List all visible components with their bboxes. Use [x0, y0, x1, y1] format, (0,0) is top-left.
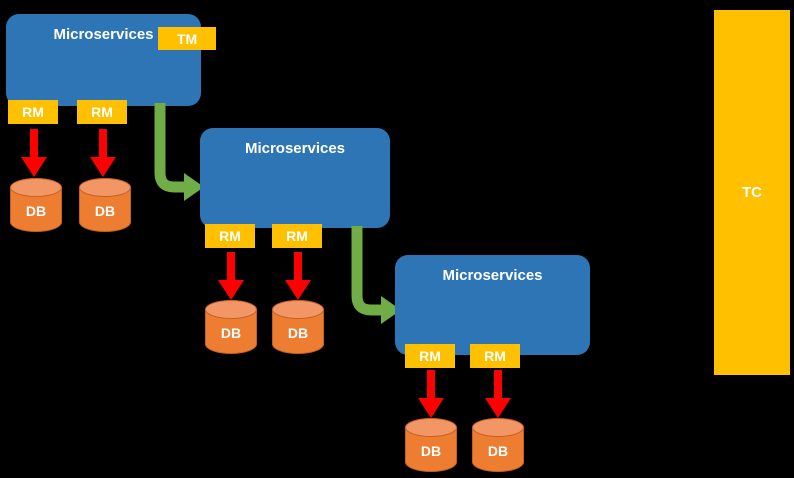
db-label: DB	[287, 325, 309, 341]
db-cylinder: DB	[272, 300, 324, 354]
green-elbow-arrow-icon	[351, 226, 401, 324]
db-cylinder: DB	[472, 418, 524, 472]
green-elbow-arrow-icon	[154, 103, 204, 201]
tc-label: TC	[742, 184, 762, 201]
microservices-label: Microservices	[244, 140, 346, 157]
db-cylinder-top	[79, 178, 131, 197]
db-label: DB	[487, 443, 509, 459]
tm-badge: TM	[158, 27, 216, 50]
db-label: DB	[25, 203, 47, 219]
microservices-label: Microservices	[442, 267, 543, 284]
red-arrow-icon	[218, 252, 244, 300]
db-cylinder-top	[10, 178, 62, 197]
rm-badge: RM	[272, 224, 322, 248]
rm-label: RM	[91, 104, 113, 120]
db-cylinder-top	[205, 300, 257, 319]
rm-label: RM	[419, 348, 441, 364]
rm-label: RM	[286, 228, 308, 244]
microservices-box-3: Microservices	[395, 255, 590, 355]
red-arrow-icon	[285, 252, 311, 300]
db-cylinder: DB	[79, 178, 131, 232]
db-cylinder: DB	[205, 300, 257, 354]
rm-label: RM	[22, 104, 44, 120]
microservices-box-2: Microservices	[200, 128, 390, 228]
db-cylinder-top	[472, 418, 524, 437]
tc-bar: TC	[714, 10, 790, 375]
red-arrow-icon	[90, 129, 116, 177]
db-cylinder: DB	[10, 178, 62, 232]
db-cylinder-top	[405, 418, 457, 437]
red-arrow-icon	[485, 370, 511, 418]
db-label: DB	[220, 325, 242, 341]
db-cylinder-top	[272, 300, 324, 319]
rm-badge: RM	[8, 100, 58, 124]
rm-badge: RM	[77, 100, 127, 124]
tm-label: TM	[176, 30, 198, 47]
db-label: DB	[94, 203, 116, 219]
rm-badge: RM	[205, 224, 255, 248]
rm-badge: RM	[470, 344, 520, 368]
rm-label: RM	[484, 348, 506, 364]
db-cylinder: DB	[405, 418, 457, 472]
red-arrow-icon	[21, 129, 47, 177]
rm-label: RM	[219, 228, 241, 244]
db-label: DB	[420, 443, 442, 459]
red-arrow-icon	[418, 370, 444, 418]
microservices-label: Microservices	[53, 26, 154, 43]
rm-badge: RM	[405, 344, 455, 368]
